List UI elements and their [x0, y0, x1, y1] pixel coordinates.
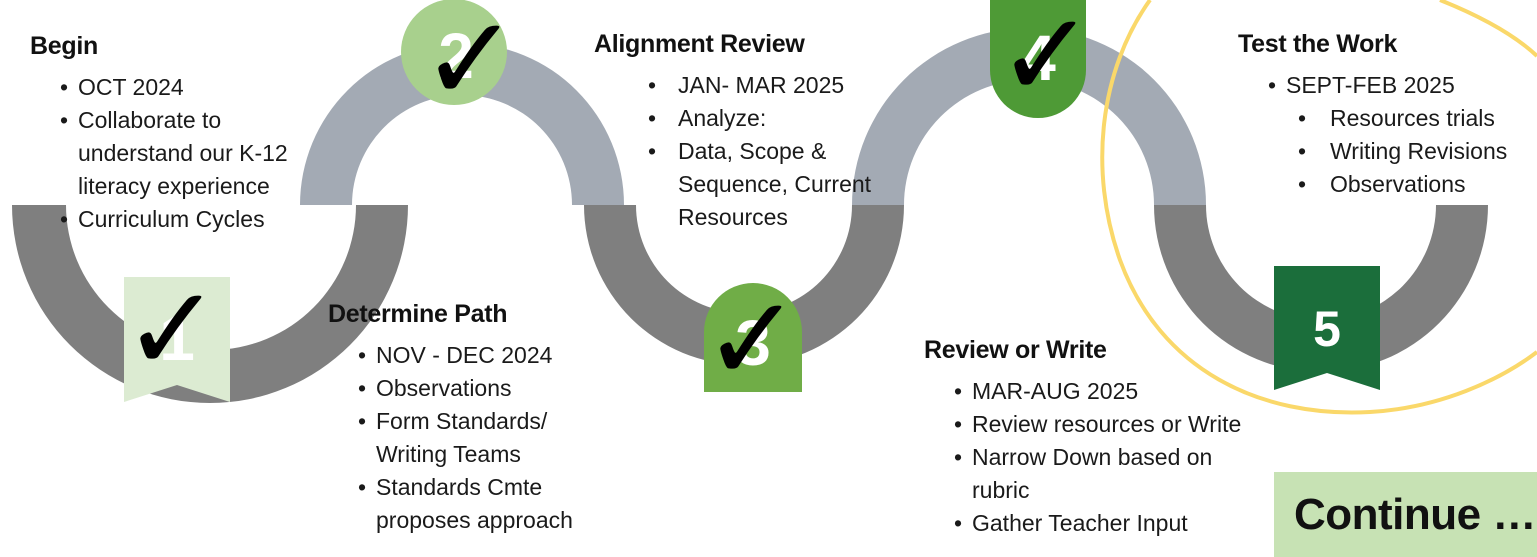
check-mark-icon: ✓	[123, 260, 222, 398]
step-5-bullets: SEPT-FEB 2025	[1264, 69, 1537, 102]
step-4-title: Review or Write	[924, 336, 1107, 364]
step-1-bullets: OCT 2024 Collaborate to understand our K…	[56, 71, 320, 236]
list-item: JAN- MAR 2025	[644, 69, 874, 102]
list-item: NOV - DEC 2024	[354, 339, 604, 372]
step-3-marker: 3 ✓	[703, 270, 802, 408]
track-segment-4	[852, 28, 1206, 205]
list-item: Curriculum Cycles	[56, 203, 320, 236]
step-2-bullets: NOV - DEC 2024 Observations Form Standar…	[354, 339, 604, 537]
step-5-title: Test the Work	[1238, 30, 1398, 58]
step-4-bullets: MAR-AUG 2025 Review resources or Write N…	[950, 375, 1270, 540]
highlight-circle-top	[1439, 0, 1537, 58]
list-item: Writing Revisions	[1294, 135, 1537, 168]
step-4-marker: 4 ✓	[990, 0, 1095, 124]
step-3-text: Alignment Review JAN- MAR 2025 Analyze: …	[594, 30, 894, 234]
list-item: Narrow Down based on rubric	[950, 441, 1242, 507]
step-5-marker: 5	[1274, 266, 1380, 390]
list-item: Form Standards/ Writing Teams	[354, 405, 576, 471]
check-mark-icon: ✓	[997, 0, 1096, 124]
track-segment-1	[12, 205, 408, 403]
step-1-title: Begin	[30, 32, 98, 60]
list-item: OCT 2024	[56, 71, 320, 104]
continue-label: Continue …	[1274, 472, 1537, 557]
step-5-sub-bullets: Resources trials Writing Revisions Obser…	[1264, 102, 1537, 201]
check-mark-icon: ✓	[703, 270, 802, 408]
list-item: Resources trials	[1294, 102, 1537, 135]
step-5-text: Test the Work SEPT-FEB 2025 Resources tr…	[1238, 30, 1537, 201]
check-mark-icon: ✓	[421, 0, 520, 128]
list-item: Data, Scope & Sequence, Current Resource…	[644, 135, 878, 234]
step-5-number: 5	[1313, 301, 1341, 357]
step-3-number: 3	[735, 307, 771, 379]
step-3-bullets: JAN- MAR 2025 Analyze: Data, Scope & Seq…	[644, 69, 874, 234]
step-1-text: Begin OCT 2024 Collaborate to understand…	[30, 32, 320, 236]
highlight-circle	[1100, 0, 1537, 415]
list-item: Observations	[1294, 168, 1537, 201]
step-2-text: Determine Path NOV - DEC 2024 Observatio…	[328, 300, 628, 537]
list-item: Gather Teacher Input	[950, 507, 1270, 540]
list-item: Collaborate to understand our K-12 liter…	[56, 104, 320, 203]
list-item: Standards Cmte proposes approach	[354, 471, 586, 537]
step-4-number: 4	[1020, 22, 1056, 94]
list-item: SEPT-FEB 2025	[1264, 69, 1537, 102]
track-segment-5	[1154, 205, 1488, 372]
step-1-number: 1	[159, 302, 195, 374]
list-item: Observations	[354, 372, 604, 405]
step-4-text: Review or Write MAR-AUG 2025 Review reso…	[924, 336, 1274, 540]
track-segment-3	[584, 205, 904, 365]
list-item: Review resources or Write	[950, 408, 1270, 441]
step-2-marker: 2 ✓	[401, 0, 519, 128]
step-2-title: Determine Path	[328, 300, 508, 328]
step-2-number: 2	[438, 20, 474, 92]
list-item: Analyze:	[644, 102, 874, 135]
list-item: MAR-AUG 2025	[950, 375, 1270, 408]
step-3-title: Alignment Review	[594, 30, 805, 58]
track-segment-2	[300, 43, 624, 205]
step-1-marker: 1 ✓	[123, 260, 230, 402]
